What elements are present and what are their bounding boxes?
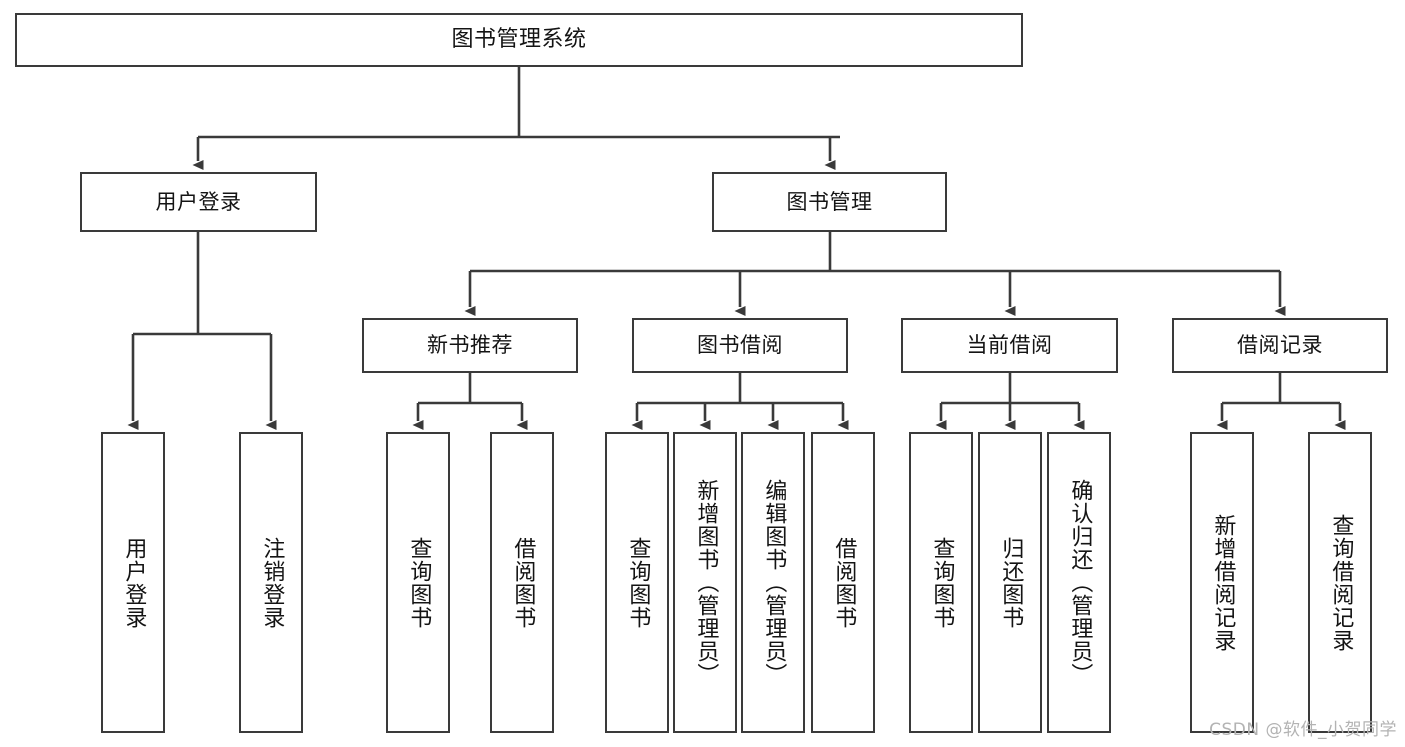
node-label: 新增借阅记录 <box>1210 513 1236 652</box>
node-label: 借阅图书 <box>831 536 857 629</box>
node-label: 图书管理系统 <box>451 27 587 53</box>
leaf-borrow-record-query-record[interactable]: 查询借阅记录 <box>1308 432 1372 733</box>
node-label: 新增图书（管理员） <box>693 479 719 686</box>
leaf-user-login-logout[interactable]: 注销登录 <box>239 432 303 733</box>
node-label: 当前借阅 <box>966 333 1053 358</box>
node-root-book-management-system[interactable]: 图书管理系统 <box>15 13 1023 67</box>
node-label: 确认归还（管理员） <box>1067 479 1093 686</box>
leaf-borrow-record-add-record[interactable]: 新增借阅记录 <box>1190 432 1254 733</box>
node-new-book-recommend[interactable]: 新书推荐 <box>362 318 578 373</box>
leaf-current-borrow-return-book[interactable]: 归还图书 <box>978 432 1042 733</box>
node-current-borrow[interactable]: 当前借阅 <box>901 318 1118 373</box>
node-book-management[interactable]: 图书管理 <box>712 172 947 232</box>
node-label: 归还图书 <box>998 536 1024 629</box>
node-label: 查询图书 <box>625 536 651 629</box>
leaf-new-book-query-book[interactable]: 查询图书 <box>386 432 450 733</box>
node-label: 查询图书 <box>406 536 432 629</box>
leaf-book-borrow-borrow-book[interactable]: 借阅图书 <box>811 432 875 733</box>
node-borrow-record[interactable]: 借阅记录 <box>1172 318 1388 373</box>
node-user-login[interactable]: 用户登录 <box>80 172 317 232</box>
node-label: 借阅图书 <box>510 536 536 629</box>
node-label: 新书推荐 <box>427 333 513 358</box>
node-label: 用户登录 <box>121 536 147 629</box>
leaf-new-book-borrow-book[interactable]: 借阅图书 <box>490 432 554 733</box>
node-label: 用户登录 <box>155 189 242 214</box>
leaf-book-borrow-edit-book-admin[interactable]: 编辑图书（管理员） <box>741 432 805 733</box>
leaf-current-borrow-confirm-return-admin[interactable]: 确认归还（管理员） <box>1047 432 1111 733</box>
node-label: 查询借阅记录 <box>1328 513 1354 652</box>
node-label: 编辑图书（管理员） <box>761 479 787 686</box>
leaf-book-borrow-add-book-admin[interactable]: 新增图书（管理员） <box>673 432 737 733</box>
node-label: 图书管理 <box>786 189 873 214</box>
leaf-book-borrow-query-book[interactable]: 查询图书 <box>605 432 669 733</box>
node-label: 图书借阅 <box>697 333 783 358</box>
leaf-user-login-login[interactable]: 用户登录 <box>101 432 165 733</box>
node-label: 借阅记录 <box>1237 333 1323 358</box>
node-book-borrow[interactable]: 图书借阅 <box>632 318 848 373</box>
leaf-current-borrow-query-book[interactable]: 查询图书 <box>909 432 973 733</box>
node-label: 注销登录 <box>259 536 285 629</box>
node-label: 查询图书 <box>929 536 955 629</box>
